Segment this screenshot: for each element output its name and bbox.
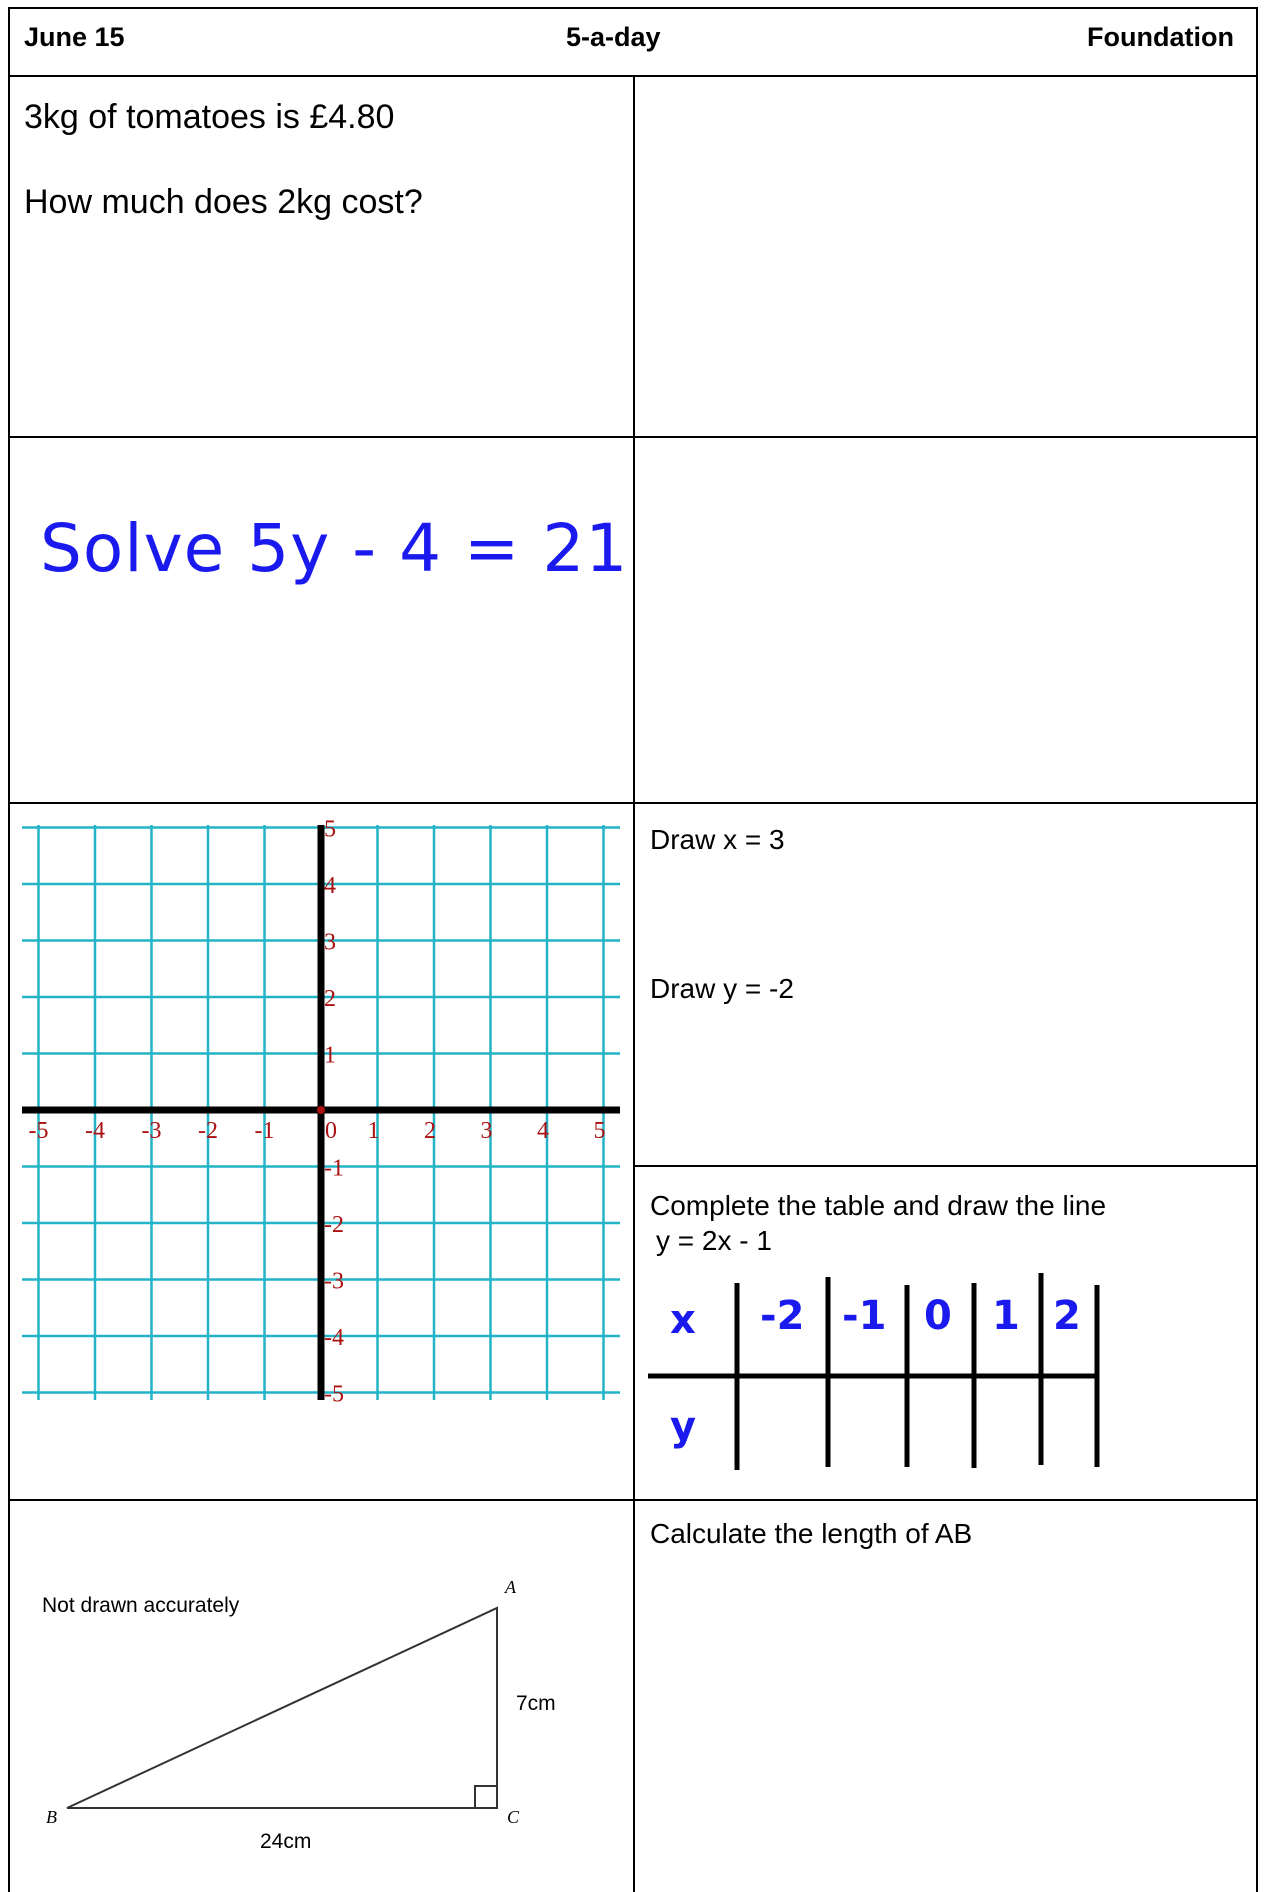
row-divider-3 bbox=[633, 1165, 1258, 1167]
side-ac-label: 7cm bbox=[516, 1692, 556, 1715]
row-divider-1 bbox=[8, 436, 1258, 438]
table-x-value-2: -1 bbox=[842, 1293, 886, 1339]
row-divider-2 bbox=[8, 802, 1258, 804]
q3-instruction-1: Draw x = 3 bbox=[650, 824, 785, 855]
q4-instruction-line1: Complete the table and draw the line bbox=[650, 1190, 1107, 1221]
x-tick-label: 0 bbox=[325, 1118, 337, 1144]
q3-instruction-2: Draw y = -2 bbox=[650, 973, 794, 1004]
table-x-value-1: -2 bbox=[760, 1293, 804, 1339]
y-tick-label: 1 bbox=[324, 1043, 336, 1069]
y-tick-label: -1 bbox=[324, 1156, 344, 1182]
vertex-a-label: A bbox=[504, 1577, 517, 1597]
table-x-value-4: 1 bbox=[992, 1293, 1020, 1339]
table-x-value-3: 0 bbox=[924, 1293, 952, 1339]
frame-left bbox=[8, 7, 10, 1892]
y-tick-label: -2 bbox=[324, 1212, 344, 1238]
y-tick-label: 4 bbox=[324, 873, 336, 899]
right-triangle-diagram: Not drawn accurately A B C 7cm 24cm bbox=[42, 1577, 556, 1853]
x-tick-label: -2 bbox=[198, 1118, 218, 1144]
y-tick-label: 2 bbox=[324, 986, 336, 1012]
table-x-value-5: 2 bbox=[1053, 1293, 1081, 1339]
x-tick-label: 5 bbox=[594, 1118, 606, 1144]
table-y-label: y bbox=[670, 1404, 696, 1450]
x-tick-label: 3 bbox=[481, 1118, 493, 1144]
coordinate-grid: -5 -4 -3 -2 -1 0 1 2 3 4 5 5 4 3 2 1 -1 -2 -3 -4 -5 bbox=[22, 817, 620, 1408]
y-tick-label: -5 bbox=[324, 1382, 344, 1408]
x-tick-label: -3 bbox=[142, 1118, 162, 1144]
vertex-c-label: C bbox=[507, 1807, 520, 1827]
triangle-shape bbox=[66, 1606, 498, 1809]
x-tick-label: -4 bbox=[85, 1118, 105, 1144]
q4-instruction-line2: y = 2x - 1 bbox=[656, 1225, 772, 1256]
right-angle-marker bbox=[474, 1785, 497, 1808]
frame-top bbox=[8, 7, 1258, 9]
y-tick-label: 5 bbox=[324, 817, 336, 843]
x-tick-label: 1 bbox=[368, 1118, 380, 1144]
column-divider bbox=[633, 75, 635, 1892]
q1-line1: 3kg of tomatoes is £4.80 bbox=[24, 98, 395, 136]
triangle-note: Not drawn accurately bbox=[42, 1594, 240, 1617]
q5-instruction: Calculate the length of AB bbox=[650, 1518, 973, 1549]
row-divider-4 bbox=[8, 1499, 1258, 1501]
header-title: 5-a-day bbox=[566, 22, 661, 52]
x-tick-label: -1 bbox=[255, 1118, 275, 1144]
y-tick-label: -4 bbox=[324, 1325, 344, 1351]
header-tier: Foundation bbox=[1087, 22, 1234, 52]
side-bc-label: 24cm bbox=[260, 1830, 311, 1853]
origin-dot bbox=[317, 1106, 325, 1114]
y-tick-label: 3 bbox=[324, 930, 336, 956]
vertex-b-label: B bbox=[46, 1807, 57, 1827]
x-tick-label: 4 bbox=[537, 1118, 549, 1144]
header-date: June 15 bbox=[24, 22, 125, 52]
frame-right bbox=[1256, 7, 1258, 1892]
table-x-label: x bbox=[670, 1297, 696, 1343]
x-tick-label: 2 bbox=[424, 1118, 436, 1144]
values-table: x y -2 -1 0 1 2 bbox=[648, 1273, 1100, 1470]
q1-line2: How much does 2kg cost? bbox=[24, 183, 423, 221]
q2-equation: Solve 5y - 4 = 21 bbox=[40, 510, 629, 587]
y-tick-label: -3 bbox=[324, 1269, 344, 1295]
x-tick-label: -5 bbox=[29, 1118, 49, 1144]
